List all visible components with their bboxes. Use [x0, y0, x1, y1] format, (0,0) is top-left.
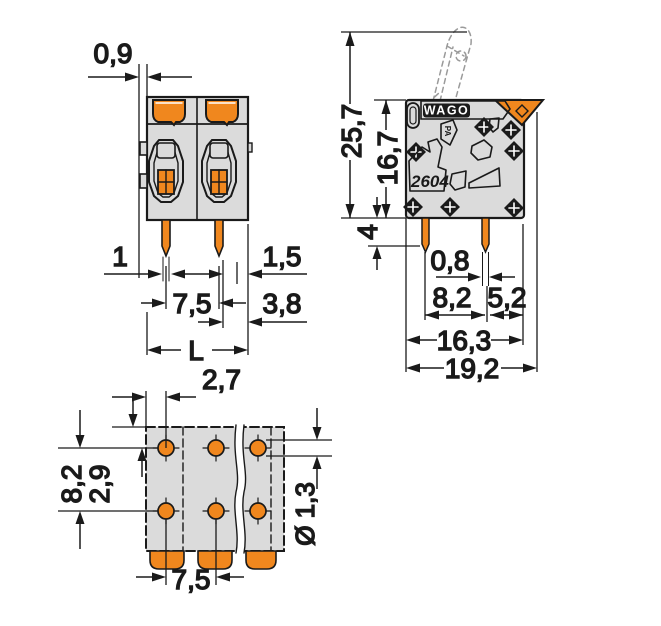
side-pin-2 — [481, 217, 490, 254]
push-button-1 — [152, 99, 186, 127]
dim-side-25_7: 25,7 — [336, 104, 367, 159]
dim-side-0_8: 0,8 — [431, 245, 470, 276]
test-slot — [406, 102, 420, 129]
dim-front-1_5: 1,5 — [263, 241, 302, 272]
solder-pin-2 — [214, 219, 224, 259]
series-marking-text: 2604 — [410, 172, 449, 191]
dim-bottom-2_7: 2,7 — [202, 364, 241, 395]
solder-pin-1 — [161, 219, 171, 259]
dim-front-3_8: 3,8 — [263, 288, 302, 319]
side-notch — [247, 142, 253, 153]
brand-logo-text: WAGO — [424, 104, 470, 118]
side-pin-1 — [421, 217, 430, 254]
clamp-unit-2 — [201, 139, 237, 203]
front-view — [139, 95, 253, 282]
dim-front-1: 1 — [112, 241, 128, 272]
dim-bottom-7_5: 7,5 — [172, 564, 211, 595]
dim-side-5_2: 5,2 — [488, 282, 527, 313]
mounting-tab — [139, 173, 148, 189]
push-button-2 — [205, 99, 239, 127]
pin-holes — [152, 434, 272, 525]
dim-side-4: 4 — [352, 224, 383, 240]
material-mark-text: PA — [443, 126, 452, 137]
mold-outlines — [408, 117, 501, 192]
side-body — [404, 98, 526, 220]
front-view-dimensions: 0,9 1 1,5 7,5 3,8 L — [88, 37, 307, 367]
lever-ghost — [427, 26, 472, 104]
dim-side-19_2: 19,2 — [445, 353, 500, 384]
bottom-view-dimensions: 2,7 2,9 8,2 Ø 1,3 7,5 — [55, 363, 332, 596]
side-view-dimensions: 25,7 16,7 4 0,8 8,2 — [335, 31, 538, 385]
wago-logo: WAGO — [420, 100, 511, 120]
dim-side-16_7: 16,7 — [372, 131, 403, 186]
dim-bottom-2_9: 2,9 — [84, 465, 115, 504]
break-line — [234, 421, 247, 557]
dim-front-0_9: 0,9 — [94, 38, 133, 69]
dim-side-8_2: 8,2 — [433, 282, 472, 313]
mold-marks — [403, 117, 524, 218]
dim-front-L: L — [188, 335, 204, 366]
side-view: WAGO PA 2604 — [403, 26, 546, 254]
dim-bottom-8_2: 8,2 — [56, 465, 87, 504]
button-tabs-bottom — [149, 550, 277, 570]
dim-side-16_3: 16,3 — [437, 325, 492, 356]
clamp-unit-1 — [148, 139, 184, 203]
dim-bottom-1_3: Ø 1,3 — [290, 482, 320, 546]
mounting-tab — [139, 141, 148, 156]
dim-front-7_5: 7,5 — [173, 288, 212, 319]
bottom-view — [145, 421, 285, 570]
